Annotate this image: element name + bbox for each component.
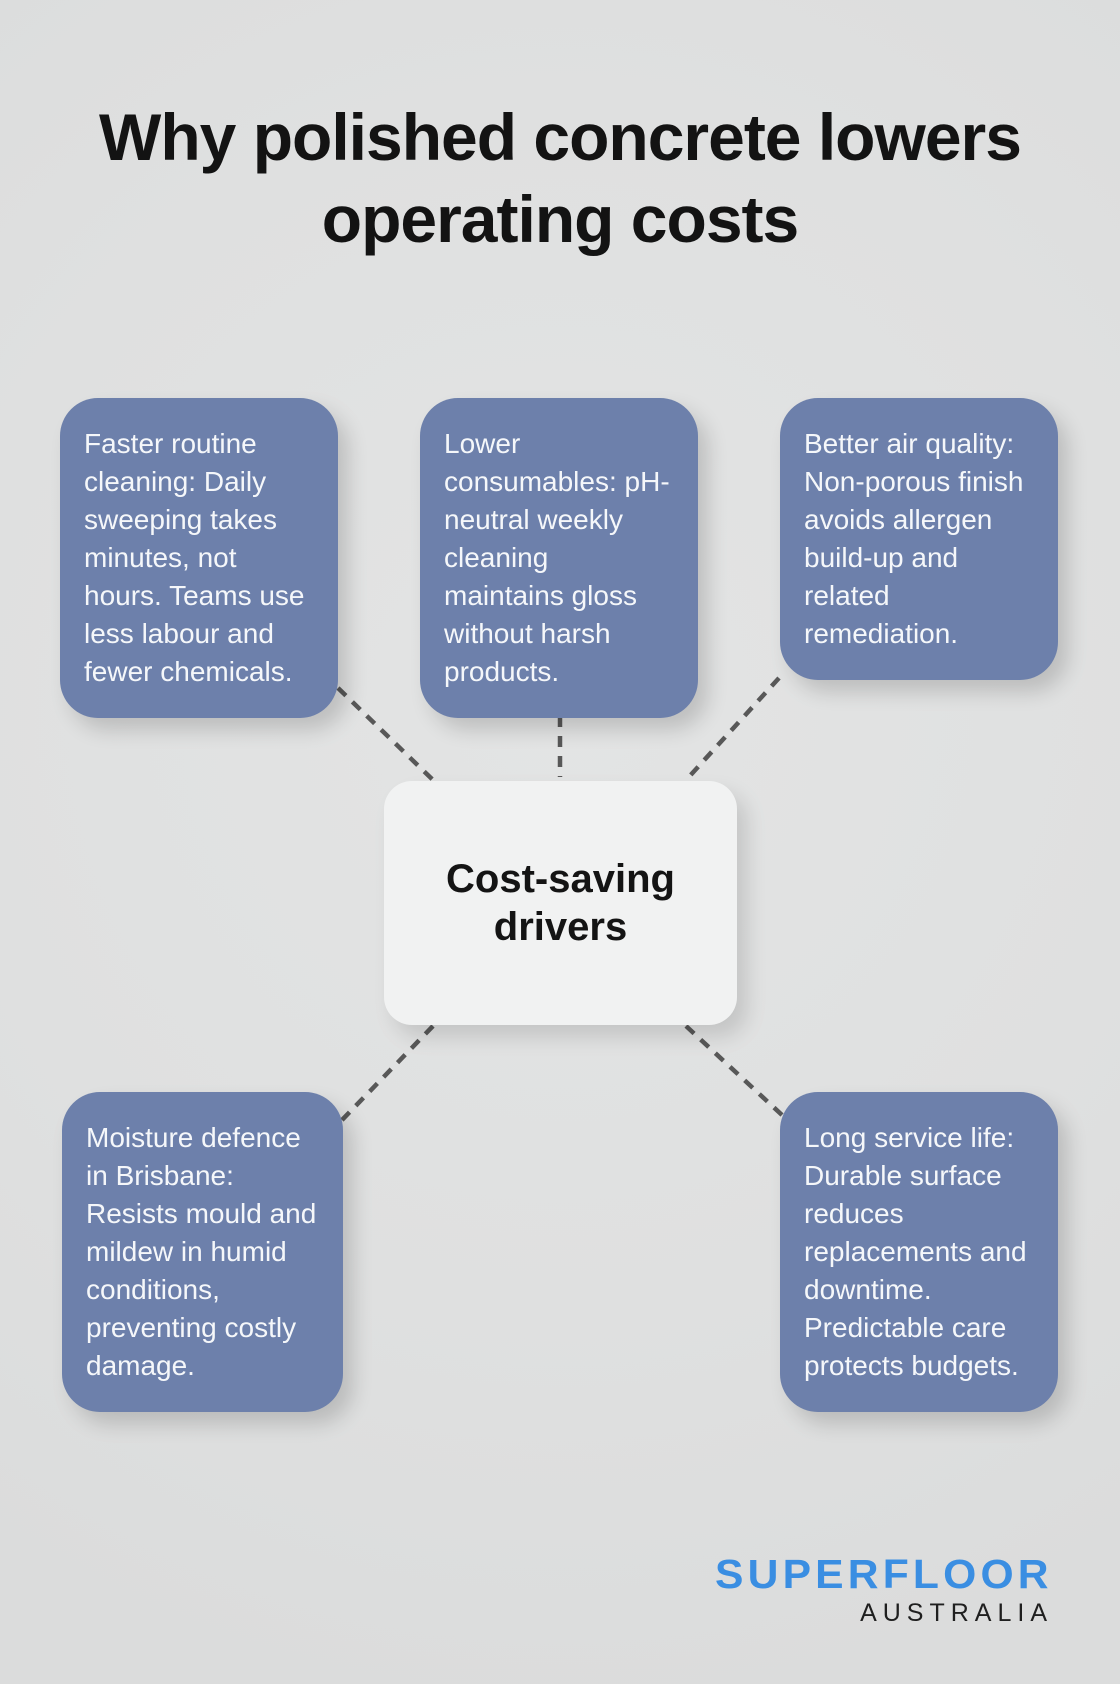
card-lower-consumables: Lower consumables: pH-neutral weekly cle…: [420, 398, 698, 718]
center-node: Cost-saving drivers: [384, 781, 737, 1025]
page-title-line-1: Why polished concrete lowers: [99, 100, 1022, 174]
page-title: Why polished concrete lowers operating c…: [0, 96, 1120, 260]
card-lower-consumables-text: Lower consumables: pH-neutral weekly cle…: [444, 428, 670, 687]
logo-region-text: AUSTRALIA: [860, 1599, 1053, 1627]
connector-top-right: [685, 676, 781, 781]
card-faster-routine-cleaning-text: Faster routine cleaning: Daily sweeping …: [84, 428, 305, 687]
card-long-service-life: Long service life: Durable surface reduc…: [780, 1092, 1058, 1412]
center-node-label: Cost-saving drivers: [446, 857, 675, 949]
connector-bottom-left: [340, 1024, 435, 1122]
card-long-service-life-text: Long service life: Durable surface reduc…: [804, 1122, 1027, 1381]
card-moisture-defence: Moisture defence in Brisbane: Resists mo…: [62, 1092, 343, 1412]
page-title-line-2: operating costs: [321, 182, 799, 256]
connector-top-left: [336, 686, 435, 782]
logo-brand-text: SUPERFLOOR: [715, 1551, 1053, 1597]
card-faster-routine-cleaning: Faster routine cleaning: Daily sweeping …: [60, 398, 338, 718]
connector-bottom-right: [684, 1024, 784, 1117]
superfloor-logo: SUPERFLOOR AUSTRALIA: [715, 1551, 1053, 1628]
card-better-air-quality-text: Better air quality: Non-porous finish av…: [804, 428, 1024, 649]
card-moisture-defence-text: Moisture defence in Brisbane: Resists mo…: [86, 1122, 317, 1381]
card-better-air-quality: Better air quality: Non-porous finish av…: [780, 398, 1058, 680]
